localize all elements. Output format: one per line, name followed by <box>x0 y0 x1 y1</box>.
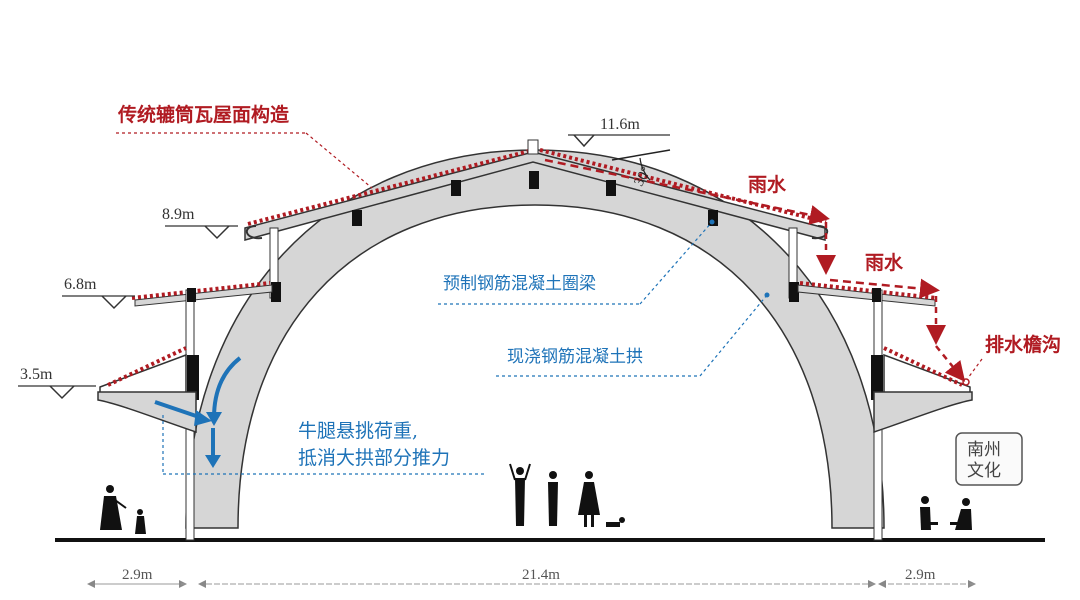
elevation-marker-top: 11.6m <box>568 116 670 148</box>
drain-gutter-dot <box>962 378 970 386</box>
thrust-arrowhead <box>206 412 222 426</box>
middle-eave-tile-right <box>799 281 937 300</box>
upper-tile-line <box>247 148 534 226</box>
cast-arch-dot <box>764 292 770 298</box>
ring-beam-block <box>708 210 718 226</box>
upper-gutter-left <box>246 225 263 240</box>
cantilever-corbel-right <box>873 391 973 434</box>
dimension-right-label: 2.9m <box>905 567 936 583</box>
lower-eave-tile-right <box>883 346 963 387</box>
ring-beam-leader <box>639 221 713 305</box>
cantilever-label-line1: 牛腿悬挑荷重, <box>298 420 418 442</box>
elevation-top-label: 11.6m <box>600 116 640 133</box>
corbel-block-left <box>187 355 199 400</box>
concrete-arch <box>185 149 885 529</box>
rain-path-lower <box>935 345 966 382</box>
people-center <box>509 463 625 527</box>
elevation-marker-upper: 8.9m <box>162 206 238 240</box>
ring-beam-block <box>352 210 362 226</box>
middle-eave-right <box>797 284 936 307</box>
ring-beam-block <box>271 282 281 302</box>
lower-eave-tile-left <box>107 346 187 387</box>
ring-beam-block <box>606 180 616 196</box>
ring-beam-block <box>451 180 461 196</box>
upper-gutter-right <box>811 225 828 240</box>
drain-gutter-leader <box>967 358 983 379</box>
drain-gutter-label: 排水檐沟 <box>985 333 1061 356</box>
corbel-block-right <box>871 355 883 400</box>
down-arrowhead <box>205 455 221 468</box>
dimension-row: 2.9m 21.4m 2.9m <box>87 567 976 588</box>
rain-label-1: 雨水 <box>748 174 787 196</box>
stamp-line2: 文化 <box>967 461 1001 481</box>
elevation-lower-label: 3.5m <box>20 366 53 383</box>
elevation-marker-middle: 6.8m <box>62 276 135 310</box>
roof-structure-label: 传统辘筒瓦屋面构造 <box>117 103 290 126</box>
rain-path-middle <box>829 278 940 299</box>
ridge-block <box>527 139 539 155</box>
slope-line <box>611 149 671 161</box>
cast-arch-leader <box>699 294 768 377</box>
people-right <box>920 496 972 530</box>
ring-beam-block <box>529 171 539 189</box>
elevation-middle-label: 6.8m <box>64 276 97 293</box>
dimension-left-label: 2.9m <box>122 567 153 583</box>
ring-beam-dot <box>709 219 715 225</box>
middle-eave-left <box>134 284 273 307</box>
middle-eave-tile-left <box>131 281 271 300</box>
publisher-stamp: 南州 文化 <box>955 432 1023 486</box>
load-arrow <box>154 400 203 420</box>
load-arrowhead <box>194 410 212 426</box>
ring-beam-block <box>789 282 799 302</box>
post-block-right <box>872 288 881 302</box>
roof-structure-leader <box>305 132 373 189</box>
cantilever-corbel-left <box>97 391 197 434</box>
stamp-line1: 南州 <box>967 440 1001 460</box>
cantilever-label-line2: 抵消大拱部分推力 <box>298 447 450 469</box>
thrust-arrow <box>212 356 242 419</box>
post-block-left <box>187 288 196 302</box>
rain-label-2: 雨水 <box>865 252 904 274</box>
elevation-marker-lower: 3.5m <box>18 366 96 400</box>
rain-path-upper <box>544 158 830 225</box>
dimension-center-label: 21.4m <box>522 567 560 583</box>
upper-tile-line-right <box>539 148 827 224</box>
elevation-upper-label: 8.9m <box>162 206 195 223</box>
cast-arch-label: 现浇钢筋混凝土拱 <box>507 347 643 367</box>
ring-beam-label: 预制钢筋混凝土圈梁 <box>443 274 596 294</box>
people-left <box>100 485 146 534</box>
slope-arc <box>639 157 651 181</box>
